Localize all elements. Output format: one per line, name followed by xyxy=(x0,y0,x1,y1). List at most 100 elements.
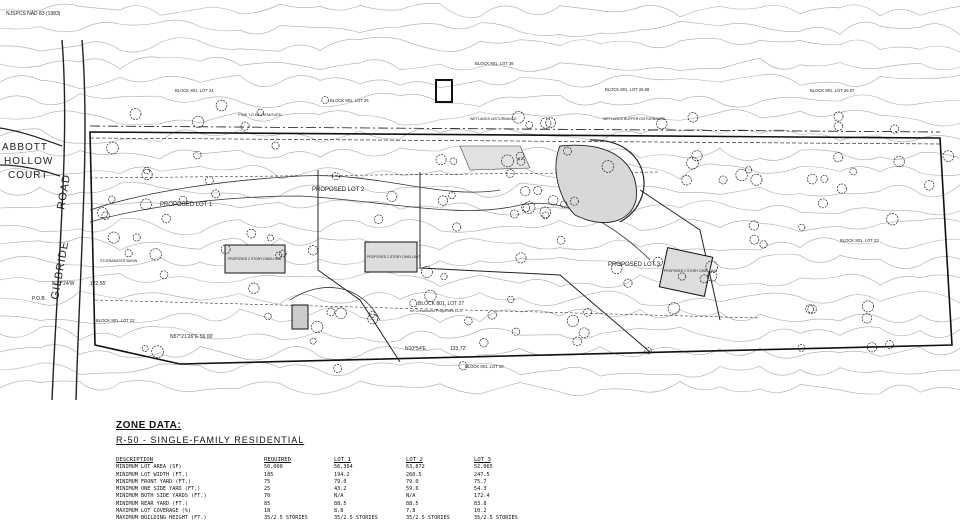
table-cell: 10.2 xyxy=(474,508,487,515)
contour-line xyxy=(0,128,960,144)
tree-symbol xyxy=(335,307,347,319)
distance-2: 133.72' xyxy=(450,346,466,352)
tree-symbol xyxy=(718,175,728,185)
tree-symbol xyxy=(124,249,133,258)
tree-symbol xyxy=(885,340,894,349)
contour-line xyxy=(0,344,960,361)
tree-symbol xyxy=(521,203,531,213)
block-label-23: BLOCK 801, LOT 23 xyxy=(840,238,879,243)
zone-table-header: DESCRIPTION REQUIRED LOT 1 LOT 2 LOT 3 xyxy=(116,457,544,464)
tree-symbol xyxy=(326,307,336,317)
table-cell: MINIMUM ONE SIDE YARD (FT.) xyxy=(116,486,201,493)
tree-symbol xyxy=(106,141,119,155)
tree-symbol xyxy=(540,117,552,129)
contour-line xyxy=(0,92,960,108)
tree-symbol xyxy=(560,200,568,208)
tree-symbol xyxy=(862,300,874,313)
table-cell: 75 xyxy=(264,478,271,485)
tree-symbol xyxy=(686,156,699,170)
tree-symbol xyxy=(889,124,900,134)
tree-symbol xyxy=(421,266,433,278)
tree-symbol xyxy=(818,198,828,209)
wetlands-note-1: WETLANDS DISTURBANCE xyxy=(470,117,517,121)
contour-line xyxy=(0,290,960,306)
zone-table: DESCRIPTION REQUIRED LOT 1 LOT 2 LOT 3 M… xyxy=(116,457,544,523)
tree-symbol xyxy=(861,313,872,324)
tree-symbol xyxy=(522,201,536,214)
tree-symbol xyxy=(505,169,515,178)
tree-symbol xyxy=(653,256,663,267)
table-cell: 63,872 xyxy=(406,464,425,471)
tree-symbol xyxy=(246,228,257,239)
tree-symbol xyxy=(515,252,527,264)
tree-symbol xyxy=(735,168,748,182)
tree-symbol xyxy=(583,307,592,317)
plan-labels: NJSPCS NAD 83 (1983) ABBOTT HOLLOW COURT… xyxy=(2,11,879,369)
tree-symbol xyxy=(129,108,142,120)
table-cell: 88.5 xyxy=(406,500,419,507)
basin-label: STORMWATER BASIN xyxy=(100,259,138,263)
tree-symbol xyxy=(440,273,448,281)
pob-label: P.O.B. xyxy=(32,296,46,302)
table-cell: 35/2.5 STORIES xyxy=(334,515,378,522)
dwelling-label-1: PROPOSED 2 STORY DWELLING xyxy=(228,257,281,261)
tree-symbol xyxy=(215,99,228,112)
tree-symbol xyxy=(556,236,566,245)
tree-symbol xyxy=(267,234,274,242)
road-label-road: ROAD xyxy=(55,173,73,210)
tree-symbol xyxy=(539,206,552,219)
tree-symbol xyxy=(192,115,205,128)
block-label-36: BLOCK 801, LOT 36 xyxy=(475,61,514,66)
tree-symbol xyxy=(601,160,615,173)
contour-line xyxy=(0,217,960,236)
existing-structure xyxy=(435,79,453,103)
tree-symbol xyxy=(278,249,287,258)
table-cell: MINIMUM BOTH SIDE YARDS (FT.) xyxy=(116,493,207,500)
tree-symbol xyxy=(623,278,633,288)
tree-symbol xyxy=(667,302,681,315)
tree-symbol xyxy=(487,310,497,320)
lot-label-1: PROPOSED LOT 1 xyxy=(160,202,213,208)
tree-symbol xyxy=(452,222,462,232)
tree-symbol xyxy=(525,121,534,129)
tree-symbol xyxy=(211,189,221,199)
tree-symbol xyxy=(333,364,343,373)
property-label: BLOCK 801, LOT 27 xyxy=(418,301,464,307)
block-label-20: BLOCK 801, LOT 20 xyxy=(465,364,504,369)
tree-symbol xyxy=(193,150,202,160)
tree-symbol xyxy=(512,327,521,336)
header-required: REQUIRED xyxy=(264,457,291,463)
tree-symbol xyxy=(563,146,572,156)
tree-symbol xyxy=(458,361,468,371)
tree-symbol xyxy=(141,169,153,180)
contour-line xyxy=(0,362,960,378)
tree-symbol xyxy=(705,260,718,274)
tree-symbol xyxy=(749,220,759,231)
contour-line xyxy=(0,325,960,343)
lot-label-3: PROPOSED LOT 3 xyxy=(608,262,661,268)
table-cell: 43.2 xyxy=(334,486,347,493)
contour-line xyxy=(0,36,960,53)
tree-symbol xyxy=(307,245,319,256)
tree-symbol xyxy=(849,167,858,176)
table-cell: 35/2.5 STORIES xyxy=(406,515,450,522)
tree-symbol xyxy=(149,248,162,261)
tree-symbol xyxy=(141,345,149,352)
tree-symbol xyxy=(309,337,317,345)
table-cell: 75.7 xyxy=(474,478,487,485)
tree-symbol xyxy=(448,191,456,200)
tree-symbol xyxy=(805,304,815,314)
table-cell: 50,000 xyxy=(264,464,283,471)
table-cell: 35/2.5 STORIES xyxy=(474,515,518,522)
table-cell: 185 xyxy=(264,471,274,478)
contour-lines xyxy=(0,2,960,396)
tree-symbol xyxy=(644,347,652,355)
table-cell: 8.8 xyxy=(334,508,344,515)
table-cell: N/A xyxy=(334,493,344,500)
wetlands-note-2: WETLANDS BUFFER DISTURBANCE xyxy=(603,117,666,121)
site-plan-drawing: NJSPCS NAD 83 (1983) ABBOTT HOLLOW COURT… xyxy=(0,2,960,400)
tree-symbol xyxy=(512,111,525,124)
tree-symbol xyxy=(533,186,543,195)
